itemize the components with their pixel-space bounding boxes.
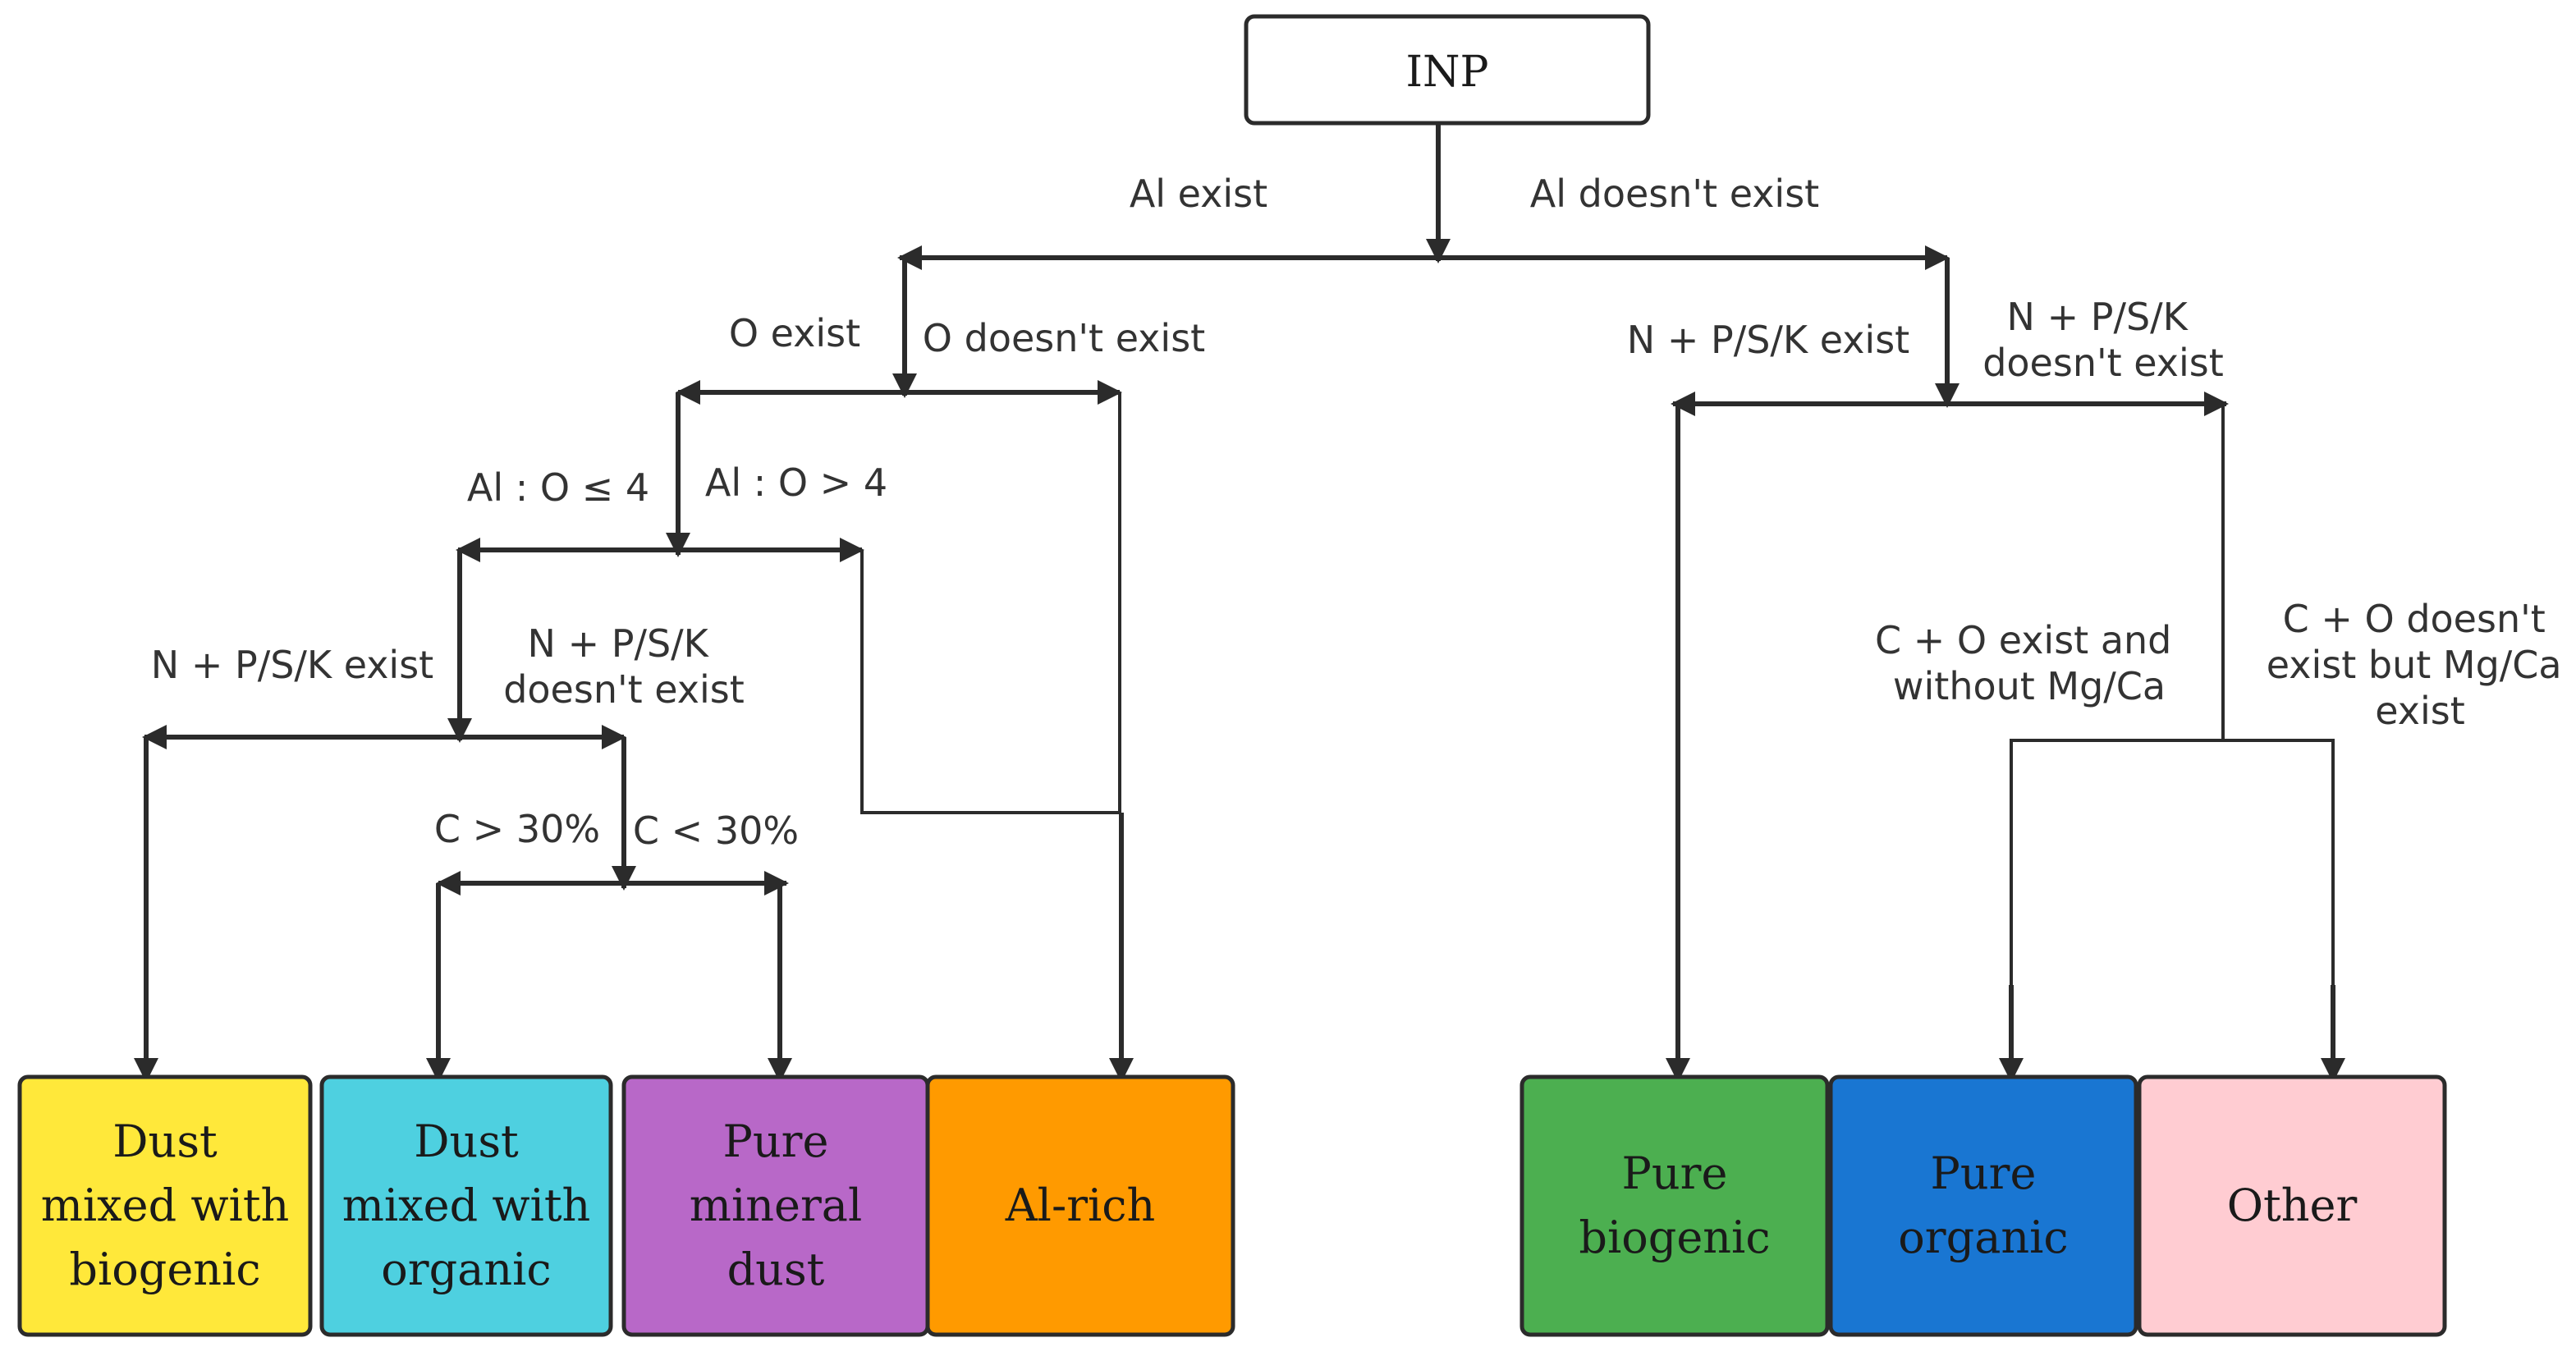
category-label-line: Pure — [723, 1115, 829, 1167]
label-npsk-not-exist-left-line1: N + P/S/K — [528, 621, 710, 666]
category-box-fill — [925, 1074, 1235, 1337]
al-o-gt4-path — [860, 550, 1121, 814]
co-split-line — [2010, 739, 2335, 1080]
category-box-pure-biogenic: Pure biogenic — [1519, 1074, 1830, 1337]
category-box-dust-mixed-with-organic: Dust mixed with organic — [319, 1074, 613, 1337]
category-label-line: Pure — [1931, 1148, 2037, 1199]
label-co-exist-line1: C + O exist and — [1875, 618, 2171, 662]
label-npsk-not-exist-right-line2: doesn't exist — [1982, 341, 2224, 385]
category-label-line: Other — [2227, 1180, 2358, 1231]
label-o-exist: O exist — [729, 311, 860, 355]
category-box-fill — [1519, 1074, 1830, 1337]
label-co-not-exist: C + O doesn't exist but Mg/Ca exist — [2267, 597, 2574, 733]
category-label-line: organic — [1898, 1212, 2068, 1263]
category-label-line: mixed with — [342, 1180, 591, 1231]
label-o-not-exist: O doesn't exist — [923, 316, 1205, 360]
label-al-exist: Al exist — [1130, 172, 1267, 216]
label-co-exist: C + O exist and without Mg/Ca — [1875, 618, 2184, 708]
label-npsk-exist-right: N + P/S/K exist — [1627, 318, 1909, 362]
branch-labels: Al exist Al doesn't exist O exist O does… — [151, 172, 2574, 853]
category-label-line: Dust — [112, 1115, 218, 1167]
category-box-dust-mixed-with-biogenic: Dust mixed with biogenic — [17, 1074, 313, 1337]
label-npsk-not-exist-right: N + P/S/K doesn't exist — [1982, 295, 2224, 385]
category-label-line: Dust — [414, 1115, 519, 1167]
category-box-fill — [1828, 1074, 2138, 1337]
category-box-pure-organic: Pure organic — [1828, 1074, 2138, 1337]
label-npsk-exist-left: N + P/S/K exist — [151, 643, 433, 687]
category-label-line: organic — [381, 1244, 551, 1295]
category-box-pure-mineral-dust: Pure mineral dust — [621, 1074, 930, 1337]
category-label-line: mineral — [690, 1180, 863, 1231]
category-box-fill — [2137, 1074, 2447, 1337]
category-label-line: mixed with — [41, 1180, 290, 1231]
category-label-line: biogenic — [69, 1244, 260, 1295]
label-co-not-exist-line2: exist but Mg/Ca — [2267, 643, 2562, 687]
label-npsk-not-exist-right-line1: N + P/S/K — [2007, 295, 2189, 339]
category-label-line: biogenic — [1579, 1212, 1770, 1263]
label-al-o-le4: Al : O ≤ 4 — [467, 465, 649, 510]
category-box-al-rich: Al-rich — [925, 1074, 1235, 1337]
category-label-line: Al-rich — [1005, 1180, 1156, 1231]
connector-lines — [134, 123, 2345, 1083]
category-box-other: Other — [2137, 1074, 2447, 1337]
category-boxes: Dust mixed with biogenic Dust mixed with orga… — [17, 1074, 2447, 1337]
root-node: INP — [1244, 14, 1651, 126]
label-npsk-not-exist-left-line2: doesn't exist — [503, 667, 745, 712]
label-co-not-exist-line3: exist — [2375, 689, 2465, 733]
label-npsk-not-exist-left: N + P/S/K doesn't exist — [503, 621, 745, 712]
root-label: INP — [1405, 48, 1488, 97]
label-co-exist-line2: without Mg/Ca — [1893, 664, 2166, 708]
label-al-o-gt4: Al : O > 4 — [705, 460, 887, 505]
category-label-line: Pure — [1622, 1148, 1728, 1199]
category-box-fill — [319, 1074, 613, 1337]
label-co-not-exist-line1: C + O doesn't — [2283, 597, 2546, 641]
category-box-fill — [17, 1074, 313, 1337]
label-c-gt30: C > 30% — [434, 807, 600, 851]
category-label-line: dust — [727, 1244, 825, 1295]
label-al-not-exist: Al doesn't exist — [1530, 172, 1819, 216]
label-c-lt30: C < 30% — [633, 809, 799, 853]
